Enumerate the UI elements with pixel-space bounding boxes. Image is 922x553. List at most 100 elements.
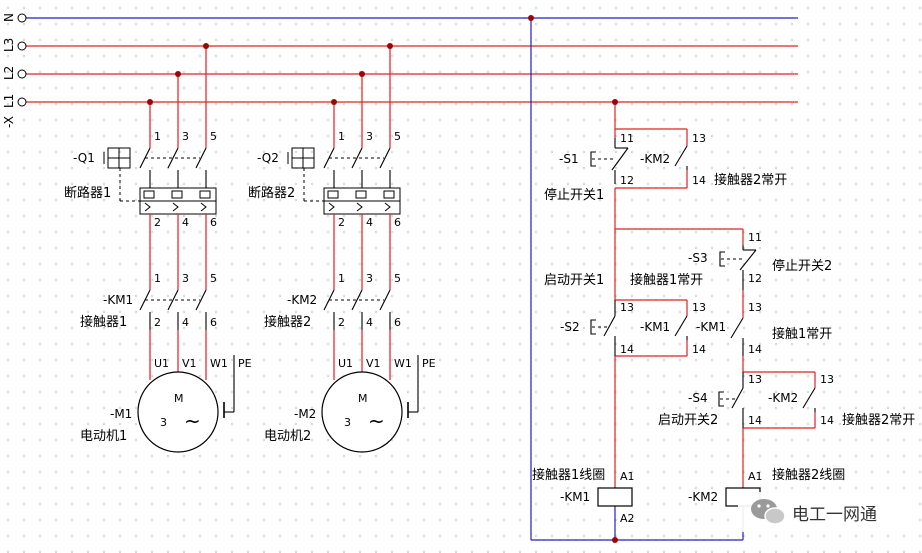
s2-pin-13: 13 bbox=[620, 301, 634, 314]
breaker-1-terminal-2: 2 bbox=[154, 216, 161, 229]
s4-pin-13: 13 bbox=[748, 373, 762, 386]
s1-tag: -S1 bbox=[559, 152, 579, 166]
km2-hold-name: 接触器2常开 bbox=[842, 412, 915, 428]
s3-pin-12: 12 bbox=[748, 272, 762, 285]
coil-1-name: 接触器1线圈 bbox=[532, 467, 605, 483]
km1-hold-name: 接触器1常开 bbox=[630, 272, 703, 288]
motor-2-icon bbox=[321, 371, 403, 453]
motor-1-term-u1: U1 bbox=[154, 357, 169, 370]
breaker-1-terminal-3: 3 bbox=[182, 130, 189, 143]
terminal-l3 bbox=[17, 41, 27, 51]
contactor-2-terminal-1: 1 bbox=[338, 272, 345, 285]
km2-nc-name: 接触器2常开 bbox=[714, 172, 787, 188]
km2-nc-pin-13: 13 bbox=[692, 132, 706, 145]
motor-2-tag: -M2 bbox=[294, 407, 316, 421]
motor-1-term-v1: V1 bbox=[182, 357, 197, 370]
watermark: 电工一网通 bbox=[738, 492, 914, 532]
node bbox=[612, 537, 618, 543]
motor-2-term-v1: V1 bbox=[366, 357, 381, 370]
rail-label-l1: L1 bbox=[2, 94, 16, 108]
breaker-1-terminal-5: 5 bbox=[210, 130, 217, 143]
terminal-l1 bbox=[17, 97, 27, 107]
breaker-2-terminal-3: 3 bbox=[366, 130, 373, 143]
breaker-1-handle-icon bbox=[103, 147, 131, 169]
contactor-1-terminal-2: 2 bbox=[154, 316, 161, 329]
breaker-1-terminal-4: 4 bbox=[182, 216, 189, 229]
coil-1-icon bbox=[597, 487, 633, 507]
km1-aux-name: 接触1常开 bbox=[772, 326, 832, 342]
node bbox=[203, 43, 209, 49]
breaker-2-name: 断路器2 bbox=[248, 185, 295, 201]
breaker-2-tag: -Q2 bbox=[257, 151, 279, 165]
km1-aux-pin-13: 13 bbox=[748, 301, 762, 314]
contactor-1-terminal-6: 6 bbox=[210, 316, 217, 329]
km2-hold-tag: -KM2 bbox=[768, 391, 798, 405]
s2-tag: -S2 bbox=[560, 320, 580, 334]
rail-label-l3: L3 bbox=[2, 38, 16, 52]
motor-1-tag: -M1 bbox=[110, 407, 132, 421]
s4-name: 启动开关2 bbox=[658, 413, 718, 428]
s3-tag: -S3 bbox=[688, 251, 708, 265]
contactor-1-tag: -KM1 bbox=[103, 293, 133, 307]
motor-1-term-pe: PE bbox=[238, 357, 252, 370]
km1-hold-tag: -KM1 bbox=[640, 320, 670, 334]
breaker-2-terminal-6: 6 bbox=[394, 216, 401, 229]
node bbox=[387, 43, 393, 49]
contactor-1-terminal-4: 4 bbox=[182, 316, 189, 329]
power-rails: N L3 L2 L1 -X bbox=[2, 13, 798, 128]
coil-2-pin-a1: A1 bbox=[748, 470, 763, 483]
coil-2-tag: -KM2 bbox=[688, 490, 718, 504]
motor-1-symbol: M bbox=[174, 392, 184, 405]
motor-circuit-2: 1 3 5 -Q2 断路器2 2 4 6 1 3 bbox=[248, 43, 436, 453]
node bbox=[331, 99, 337, 105]
motor-1-ac-symbol: ~ bbox=[184, 409, 201, 433]
s4-pin-14: 14 bbox=[748, 414, 762, 427]
breaker-1-terminal-6: 6 bbox=[210, 216, 217, 229]
km2-nc-pin-14: 14 bbox=[692, 174, 706, 187]
motor-1-name: 电动机1 bbox=[80, 429, 127, 444]
km2-nc-tag: -KM2 bbox=[640, 152, 670, 166]
stop-switch-1 bbox=[590, 138, 629, 184]
s4-tag: -S4 bbox=[688, 391, 708, 405]
contactor-2-tag: -KM2 bbox=[287, 293, 317, 307]
stop-switch-2 bbox=[719, 245, 757, 290]
km1-aux-contact bbox=[730, 317, 744, 356]
terminal-n bbox=[17, 13, 27, 23]
contactor-1-terminal-1: 1 bbox=[154, 272, 161, 285]
watermark-text: 电工一网通 bbox=[792, 505, 877, 525]
breaker-1-name: 断路器1 bbox=[64, 185, 111, 201]
breaker-2-terminal-5: 5 bbox=[394, 130, 401, 143]
breaker-1-terminal-1: 1 bbox=[154, 130, 161, 143]
km1-hold-pin-14: 14 bbox=[692, 343, 706, 356]
rail-prefix-label: -X bbox=[2, 116, 16, 128]
motor-circuit-1: 1 3 5 -Q1 断路器1 2 4 6 bbox=[64, 43, 252, 453]
km1-hold-pin-13: 13 bbox=[692, 301, 706, 314]
motor-2-symbol: M bbox=[358, 392, 368, 405]
rail-label-n: N bbox=[2, 13, 16, 22]
km1-aux-pin-14: 14 bbox=[748, 343, 762, 356]
s2-pin-14: 14 bbox=[620, 343, 634, 356]
km2-hold-contact bbox=[802, 387, 816, 412]
contactor-2-name: 接触器2 bbox=[264, 314, 311, 330]
contactor-1-terminal-5: 5 bbox=[210, 272, 217, 285]
breaker-2-handle-icon bbox=[287, 147, 315, 169]
s1-pin-12: 12 bbox=[620, 174, 634, 187]
km2-no-contact-1 bbox=[674, 145, 688, 170]
contactor-1-name: 接触器1 bbox=[80, 314, 127, 330]
s2-name: 启动开关1 bbox=[544, 273, 604, 288]
km1-aux-tag: -KM1 bbox=[696, 320, 726, 334]
motor-2-term-pe: PE bbox=[422, 357, 436, 370]
breaker-1-trip-body bbox=[119, 168, 217, 215]
breaker-2-terminal-1: 1 bbox=[338, 130, 345, 143]
node bbox=[612, 99, 618, 105]
km2-hold-pin-13: 13 bbox=[820, 373, 834, 386]
motor-1-phases: 3 bbox=[160, 416, 167, 429]
contactor-2-main-contacts bbox=[323, 289, 391, 330]
motor-2-term-u1: U1 bbox=[338, 357, 353, 370]
motor-2-phases: 3 bbox=[344, 416, 351, 429]
rail-label-l2: L2 bbox=[2, 66, 16, 80]
motor-1-icon bbox=[137, 371, 219, 453]
terminal-l2 bbox=[17, 69, 27, 79]
motor-2-ac-symbol: ~ bbox=[368, 409, 385, 433]
breaker-1-tag: -Q1 bbox=[73, 151, 95, 165]
